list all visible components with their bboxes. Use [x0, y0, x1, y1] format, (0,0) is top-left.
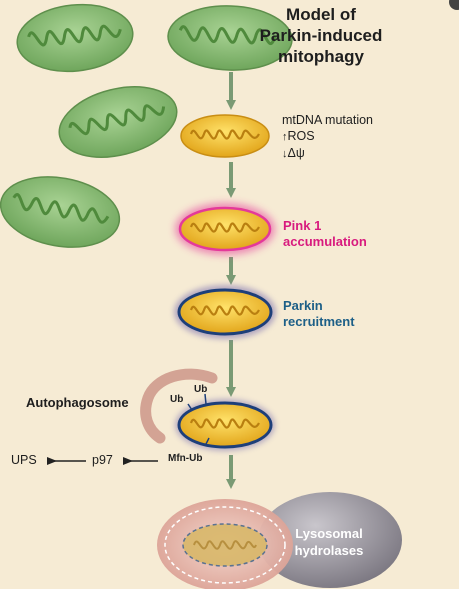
- healthy-mitochondrion-1: [16, 3, 134, 73]
- parkin-mitochondrion: [174, 285, 276, 339]
- membrane-potential-label: ↓Δψ: [282, 145, 373, 162]
- ros-label: ↑ROS: [282, 128, 373, 145]
- ub-tag-line-2: [204, 393, 207, 405]
- ups-label: UPS: [11, 453, 37, 467]
- damaged-mitochondrion: [180, 114, 270, 158]
- lysosome-line-1: Lysosomal: [295, 526, 363, 541]
- ub-label-2: Ub: [194, 384, 208, 395]
- title-line-2: Parkin-induced: [259, 26, 383, 45]
- p97-label: p97: [92, 453, 113, 467]
- mfn-ub-tag-line: [204, 437, 210, 447]
- healthy-mitochondrion-3: [58, 86, 178, 158]
- up-arrow-icon: ↑: [282, 131, 288, 143]
- autolysosome: [157, 499, 293, 589]
- autophagosome-label: Autophagosome: [26, 395, 129, 410]
- parkin-label: Parkin recruitment: [283, 298, 355, 330]
- lysosomal-hydrolases-label: Lysosomal hydrolases: [284, 525, 374, 559]
- pink1-label: Pink 1 accumulation: [283, 218, 367, 250]
- down-arrow-icon: ↓: [282, 148, 288, 160]
- pink1-line-1: Pink 1: [283, 218, 322, 233]
- ubiquitinated-mitochondrion: [175, 399, 275, 451]
- pink1-mitochondrion: [175, 203, 275, 255]
- diagram-title: Model of Parkin-induced mitophagy: [221, 4, 421, 67]
- ub-label-1: Ub: [170, 394, 184, 405]
- title-line-1: Model of: [286, 5, 356, 24]
- parkin-line-2: recruitment: [283, 314, 355, 329]
- stress-factors-label: mtDNA mutation ↑ROS ↓Δψ: [282, 112, 373, 162]
- ros-text: ROS: [287, 129, 315, 143]
- lysosome-line-2: hydrolases: [294, 543, 364, 558]
- title-line-3: mitophagy: [278, 47, 364, 66]
- healthy-mitochondrion-4: [0, 176, 121, 248]
- parkin-line-1: Parkin: [283, 298, 323, 313]
- healthy-mitochondrion-2: [167, 5, 293, 71]
- delta-psi-text: Δψ: [287, 146, 305, 160]
- mtdna-mutation-label: mtDNA mutation: [282, 113, 374, 127]
- mfn-ub-label: Mfn-Ub: [168, 453, 203, 464]
- pink1-line-2: accumulation: [283, 234, 367, 249]
- ub-tag-line-1: [187, 403, 193, 411]
- corner-mark: [449, 0, 459, 10]
- lysosome: [258, 492, 402, 588]
- autophagosome-membrane: [140, 368, 218, 444]
